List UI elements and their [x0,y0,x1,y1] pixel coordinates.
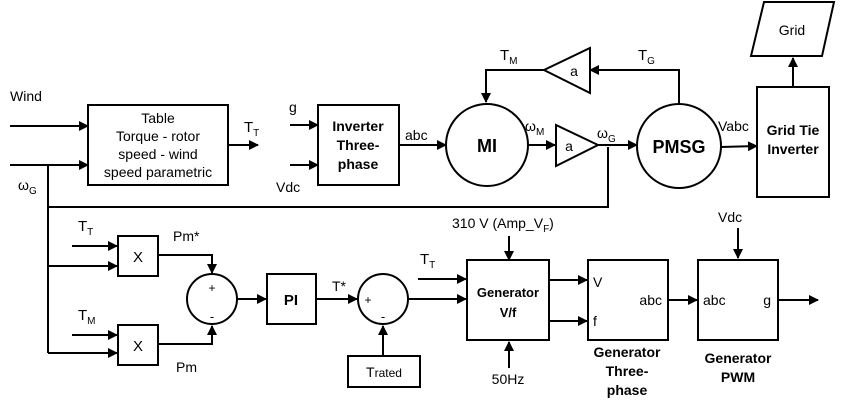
grid-tie-line-1: Grid Tie [767,122,820,138]
abc-label: abc [405,127,428,143]
grid-label: Grid [779,22,805,38]
vdc-inverter-label: Vdc [276,179,300,195]
vdc-pwm-label: Vdc [718,209,742,225]
t-t-mult-label: TT [78,218,93,238]
generator-vf-line-1: Generator [477,285,539,300]
gen3-port-v: V [593,274,603,290]
t-m-mult-label: TM [78,307,96,327]
omega-m-label: ωM [525,118,544,138]
pmsg-block [636,103,722,189]
table-line-1: Table [141,110,175,126]
generator-three-phase-block [587,259,669,341]
pm-star-label: Pm* [173,228,200,244]
wind-label: Wind [10,88,42,104]
sum2-minus: - [381,309,385,324]
wire-feedback [48,147,609,208]
inverter-line-2: Three- [337,137,380,153]
voltage-ref-label: 310 V (Amp_VF) [452,215,554,235]
table-line-4: speed parametric [104,164,212,180]
generator-pwm-block [697,259,779,341]
multiplier-bottom [117,324,159,366]
freq-label: 50Hz [492,371,525,387]
t-m-top-label: TM [500,47,518,67]
t-star-label: T* [332,278,347,294]
wire-vabc [720,141,758,152]
pmsg-label: PMSG [652,137,705,157]
wire-pm [159,325,217,345]
trated-label: Trated [366,364,402,380]
grid-tie-block [756,86,830,198]
multiplier-bottom-label: X [133,338,143,355]
gain-a-top-label: a [570,63,578,79]
grid-tie-line-2: Inverter [767,141,819,157]
grid-block [749,1,836,57]
pwm-port-g: g [763,292,771,308]
t-t-gen-label: TT [420,251,435,271]
sum-junction-1 [186,273,238,325]
table-line-3: speed - wind [118,146,197,162]
inverter-line-3: phase [338,156,379,172]
gain-a-top [541,46,591,95]
gen3-port-abc: abc [639,292,662,308]
pwm-port-abc: abc [703,292,726,308]
gen3-caption-1: Generator [594,344,661,360]
g-label: g [289,99,297,115]
table-line-2: Torque - rotor [116,128,200,144]
omega-g-left-label: ωG [18,177,37,197]
pi-block [266,273,317,325]
gain-a-mid [555,123,601,168]
mi-label: MI [477,136,497,156]
multiplier-top-label: X [133,249,143,266]
pm-label: Pm [176,359,197,375]
gain-a-mid-label: a [565,138,573,154]
wire-t-m [481,69,544,103]
generator-vf-line-2: V/f [500,305,517,320]
pi-label: PI [284,292,298,309]
gen3-port-f: f [593,313,597,329]
sum2-plus: + [364,293,371,307]
mi-block [445,103,529,187]
inverter-line-1: Inverter [332,118,384,134]
pwm-caption-2: PWM [721,369,755,385]
connections [10,57,819,368]
generator-vf-block [466,259,550,341]
sum1-minus: - [210,309,214,324]
inverter-block [317,104,400,186]
multiplier-top [117,235,159,277]
wire-t-g [589,65,680,104]
sum-junction-2 [357,273,409,325]
t-t-out-label: TT [244,119,259,139]
sum1-plus: + [208,281,215,295]
t-g-top-label: TG [638,47,655,67]
omega-g-label: ωG [597,125,616,145]
pwm-caption-1: Generator [705,350,772,366]
trated-block [347,355,421,388]
gen3-caption-3: phase [607,382,648,398]
table-block [87,104,229,186]
gen3-caption-2: Three- [606,363,649,379]
vabc-label: Vabc [718,118,749,134]
wire-pm-star [159,254,217,274]
